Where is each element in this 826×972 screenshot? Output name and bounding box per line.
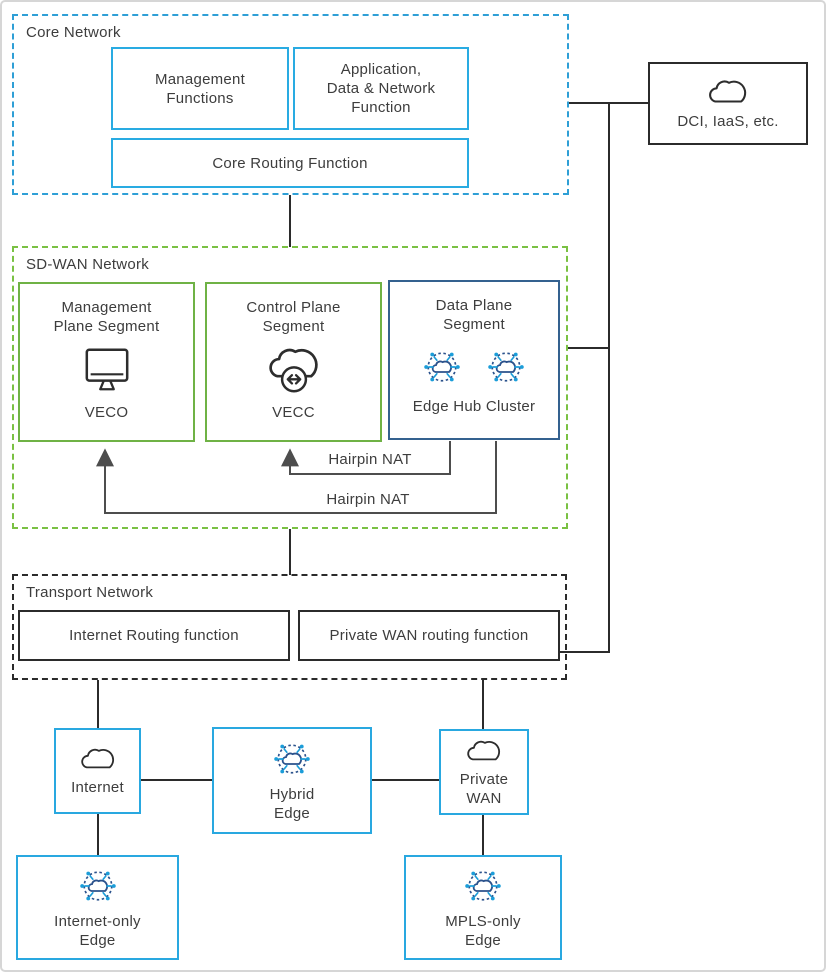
edge-cluster-icon xyxy=(272,739,312,779)
internet-box: Internet xyxy=(54,728,141,814)
dci-iaas-box: DCI, IaaS, etc. xyxy=(648,62,808,145)
private-wan-label: Private WAN xyxy=(459,770,509,807)
edge-cluster-icons xyxy=(422,347,526,387)
internet-only-edge-box: Internet-only Edge xyxy=(16,855,179,960)
cloud-icon xyxy=(462,737,506,765)
private-wan-box: Private WAN xyxy=(439,729,529,815)
hairpin-nat-label-top: Hairpin NAT xyxy=(328,451,412,468)
internet-label: Internet xyxy=(71,779,124,796)
transport-network-title: Transport Network xyxy=(26,584,154,601)
application-data-network-function-box: Application, Data & Network Function xyxy=(293,47,469,130)
mpls-only-edge-box: MPLS-only Edge xyxy=(404,855,562,960)
edge-cluster-icon xyxy=(422,347,462,387)
cloud-icon xyxy=(705,76,751,108)
veco-label: VECO xyxy=(84,404,129,421)
hybrid-edge-label: Hybrid Edge xyxy=(269,785,315,822)
sdwan-network-title: SD-WAN Network xyxy=(26,256,149,273)
edge-cluster-icon xyxy=(78,866,118,906)
management-plane-title: Management Plane Segment xyxy=(53,299,160,335)
hairpin-nat-label-bottom: Hairpin NAT xyxy=(326,491,410,508)
core-network-title: Core Network xyxy=(26,24,121,41)
data-plane-segment-box: Data Plane Segment Edge Hub Cluster xyxy=(388,280,560,440)
management-functions-box: Management Functions xyxy=(111,47,289,130)
internet-only-edge-label: Internet-only Edge xyxy=(54,912,141,949)
core-routing-function-box: Core Routing Function xyxy=(111,138,469,188)
control-plane-title: Control Plane Segment xyxy=(246,299,341,335)
management-plane-segment-box: Management Plane Segment VECO xyxy=(18,282,195,442)
cloud-nat-icon xyxy=(264,345,324,395)
internet-routing-function-box: Internet Routing function xyxy=(18,610,290,661)
cloud-icon xyxy=(76,745,120,773)
dci-label: DCI, IaaS, etc. xyxy=(677,113,779,130)
vecc-label: VECC xyxy=(272,404,315,421)
mpls-only-edge-label: MPLS-only Edge xyxy=(445,912,521,949)
control-plane-segment-box: Control Plane Segment VECC xyxy=(205,282,382,442)
edge-cluster-icon xyxy=(463,866,503,906)
edge-cluster-icon xyxy=(486,347,526,387)
data-plane-title: Data Plane Segment xyxy=(435,297,513,333)
private-wan-routing-function-box: Private WAN routing function xyxy=(298,610,560,661)
hybrid-edge-box: Hybrid Edge xyxy=(212,727,372,834)
edge-hub-cluster-label: Edge Hub Cluster xyxy=(412,398,536,415)
monitor-icon xyxy=(80,345,134,395)
